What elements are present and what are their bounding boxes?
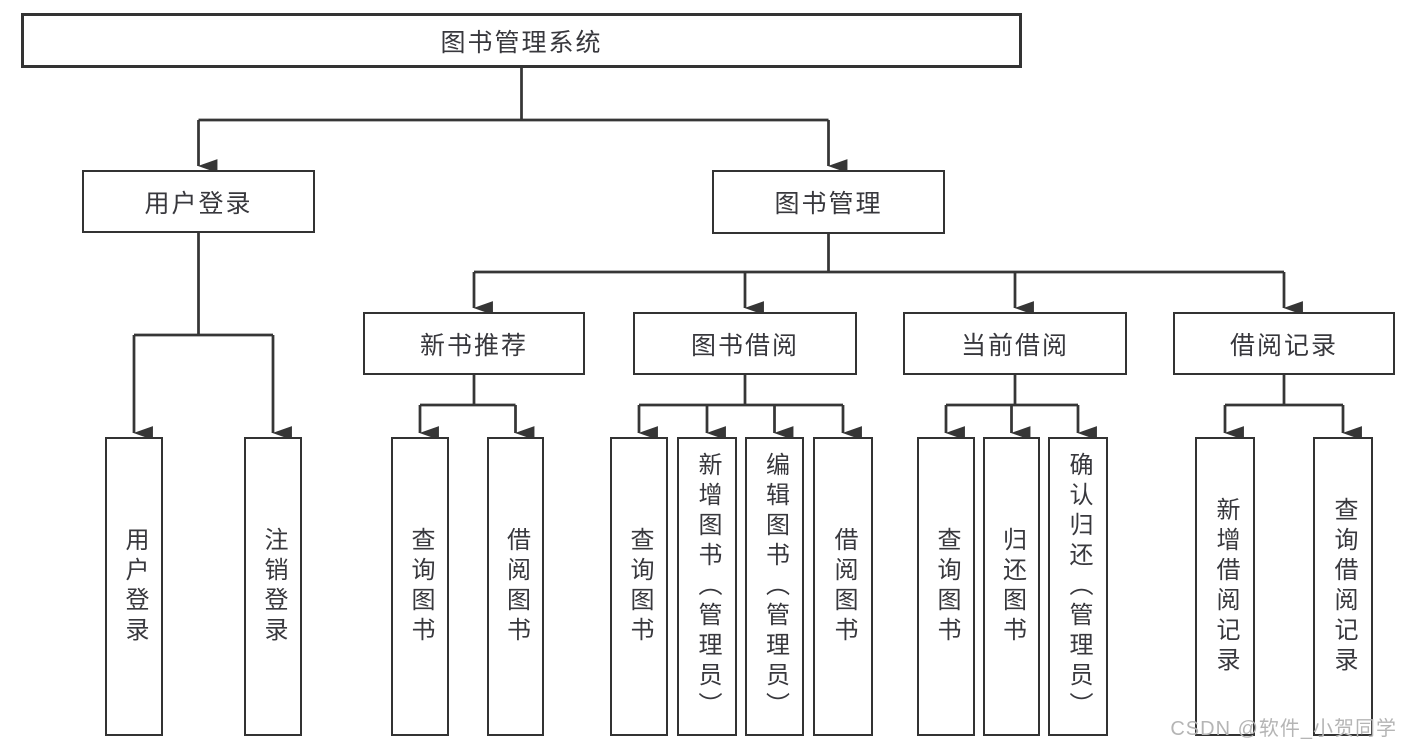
- leaf-nbr-query-books: 查询图书: [391, 437, 449, 736]
- leaf-br-query-record: 查询借阅记录: [1313, 437, 1373, 736]
- node-library-management-system: 图书管理系统: [21, 13, 1022, 68]
- node-book-borrowing: 图书借阅: [633, 312, 857, 375]
- node-book-management: 图书管理: [712, 170, 945, 234]
- leaf-logout: 注销登录: [244, 437, 302, 736]
- leaf-cb-query-books: 查询图书: [917, 437, 975, 736]
- leaf-bb-edit-books-admin: 编辑图书（管理员）: [745, 437, 804, 736]
- leaf-cb-return-books: 归还图书: [983, 437, 1040, 736]
- leaf-bb-borrow-books: 借阅图书: [813, 437, 873, 736]
- leaf-br-add-record: 新增借阅记录: [1195, 437, 1255, 736]
- node-current-borrowing: 当前借阅: [903, 312, 1127, 375]
- leaf-nbr-borrow-books: 借阅图书: [487, 437, 544, 736]
- leaf-bb-add-books-admin: 新增图书（管理员）: [677, 437, 737, 736]
- leaf-cb-confirm-return-admin: 确认归还（管理员）: [1048, 437, 1108, 736]
- node-new-book-recommend: 新书推荐: [363, 312, 585, 375]
- leaf-bb-query-books: 查询图书: [610, 437, 668, 736]
- node-user-login: 用户登录: [82, 170, 315, 233]
- csdn-watermark: CSDN @软件_小贺同学: [1170, 718, 1397, 740]
- node-borrowing-records: 借阅记录: [1173, 312, 1395, 375]
- leaf-user-login: 用户登录: [105, 437, 163, 736]
